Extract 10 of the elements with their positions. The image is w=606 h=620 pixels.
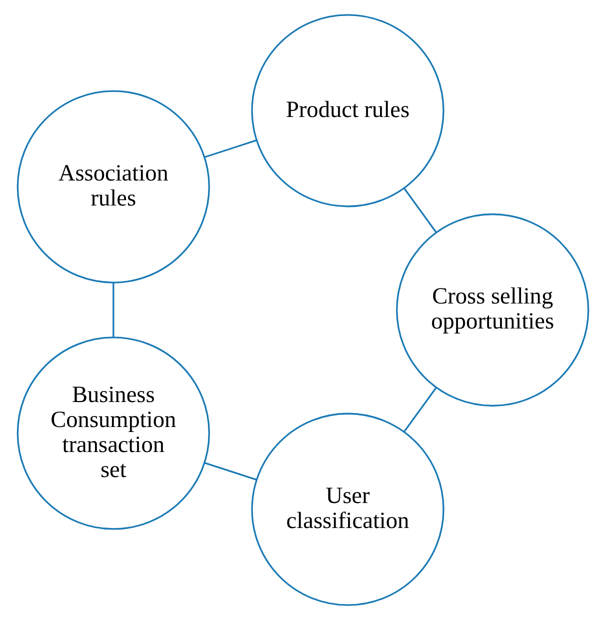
node-circle: Association rules xyxy=(16,90,210,284)
node-circle: Cross selling opportunities xyxy=(396,213,590,407)
node-circle: Product rules xyxy=(251,14,444,208)
node-circle: Business Consumption transaction set xyxy=(16,336,210,530)
connector xyxy=(204,140,257,158)
connector xyxy=(112,282,114,338)
connector xyxy=(404,387,437,432)
node-circle: User classification xyxy=(251,412,444,606)
connector xyxy=(404,188,437,233)
connector xyxy=(204,462,257,480)
